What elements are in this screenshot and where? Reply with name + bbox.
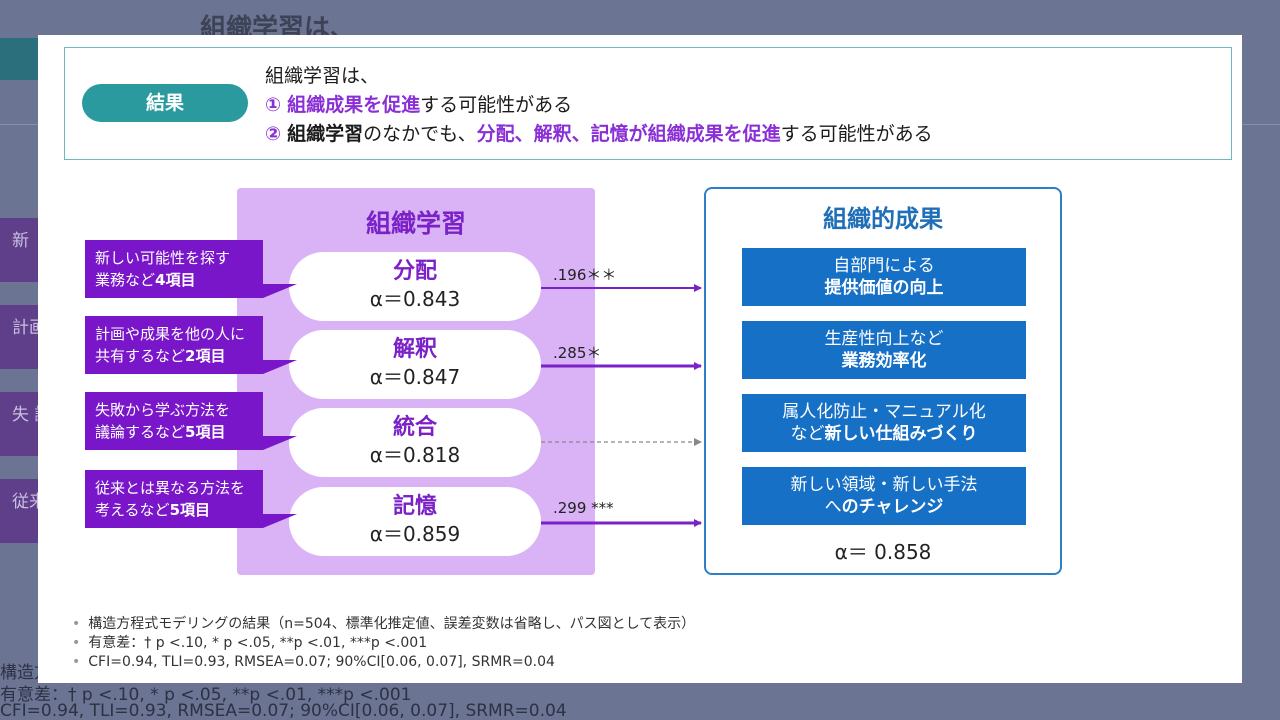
footnote: • CFI=0.94, TLI=0.93, RMSEA=0.07; 90%CI[0… (72, 653, 695, 672)
outcome-line: など新しい仕組みづくり (742, 423, 1026, 445)
result-highlight: 分配、解釈、記憶が組織成果を促進 (476, 123, 781, 145)
learning-title: 組織学習 (365, 209, 466, 238)
bullet-icon: • (72, 616, 81, 632)
footnote-text: CFI=0.94, TLI=0.93, RMSEA=0.07; 90%CI[0.… (88, 654, 555, 670)
callout-line: 議論するなど5項目 (95, 421, 263, 443)
footnote-text: 構造方程式モデリングの結果（n=504、標準化推定値、誤差変数は省略し、パス図と… (88, 616, 696, 632)
factor-alpha: α＝0.818 (369, 443, 461, 467)
outcome-text: へ (824, 497, 842, 517)
path-coefficient: .285＊ (553, 344, 602, 362)
factor-pill: 記憶 α＝0.859 (289, 487, 541, 556)
callout-line: 共有するなど2項目 (95, 345, 263, 367)
footnote-text: 有意差：† p <.10, * p <.05, **p <.01, ***p <… (88, 635, 428, 651)
result-line-3: ② 組織学習のなかでも、分配、解釈、記憶が組織成果を促進する可能性がある (265, 120, 933, 149)
callout-line: 失敗から学ぶ方法を (95, 401, 231, 419)
callout-text: 共有するなど (95, 347, 186, 365)
result-line-1: 組織学習は、 (265, 65, 380, 87)
factor-alpha: α＝0.859 (369, 522, 461, 546)
path-coefficient: .299 *** (553, 499, 614, 517)
callout-line: 業務など4項目 (95, 269, 263, 291)
outcome-text: など (790, 424, 825, 444)
background-side-tab: 計画 共 (0, 305, 38, 369)
bullet-icon: • (72, 654, 81, 670)
factor-name: 統合 (392, 415, 437, 440)
outcome-item: 自部門による 提供価値の向上 (742, 248, 1026, 306)
factor-callout: 従来とは異なる方法を 考えるなど5項目 (85, 470, 263, 528)
factor-alpha: α＝0.847 (369, 365, 461, 389)
outcome-item: 新しい領域・新しい手法 へのチャレンジ (742, 467, 1026, 525)
outcome-text: のチャレンジ (841, 497, 944, 517)
callout-pointer (263, 514, 297, 528)
result-mid: のなかでも、 (363, 123, 477, 145)
factor-callout: 新しい可能性を探す 業務など4項目 (85, 240, 263, 298)
background-side-tab: 新 (0, 218, 38, 282)
factor-name: 分配 (392, 259, 437, 284)
factor-name: 解釈 (392, 337, 437, 362)
callout-line: 新しい可能性を探す (95, 249, 231, 267)
callout-count: 4項目 (155, 271, 196, 289)
footnote: • 構造方程式モデリングの結果（n=504、標準化推定値、誤差変数は省略し、パス図… (72, 615, 695, 634)
callout-line: 計画や成果を他の人に (95, 325, 246, 343)
outcome-line: へのチャレンジ (742, 496, 1026, 518)
outcome-line: 自部門による (833, 256, 935, 276)
background-side-tab: 従来 考 (0, 479, 38, 543)
bullet-icon: • (72, 635, 81, 651)
callout-pointer (263, 284, 297, 298)
background-footnote: CFI=0.94, TLI=0.93, RMSEA=0.07; 90%CI[0.… (0, 701, 567, 720)
callout-line: 従来とは異なる方法を (95, 479, 246, 497)
footnotes: • 構造方程式モデリングの結果（n=504、標準化推定値、誤差変数は省略し、パス図… (72, 615, 695, 672)
learning-panel: 組織学習 分配 α＝0.843 解釈 α＝0.847 統合 α＝0.818 記憶… (237, 188, 595, 575)
outcome-line: 生産性向上など (824, 329, 944, 349)
outcome-text: 新しい仕組みづくり (824, 424, 978, 444)
popup-slide[interactable]: 結果 組織学習は、 ① 組織成果を促進する可能性がある ② 組織学習のなかでも、… (38, 35, 1242, 683)
outcome-panel: 組織的成果 自部門による 提供価値の向上 生産性向上など 業務効率化 属人化防止… (704, 187, 1062, 575)
result-highlight: 組織成果を促進 (287, 94, 421, 116)
outcome-line: 新しい領域・新しい手法 (790, 475, 978, 495)
factor-pill: 分配 α＝0.843 (289, 252, 541, 321)
result-badge: 結果 (82, 84, 248, 122)
result-number: ① (265, 94, 282, 116)
outcome-item: 属人化防止・マニュアル化 など新しい仕組みづくり (742, 394, 1026, 452)
path-coefficient: .196＊＊ (553, 266, 617, 284)
callout-line: 考えるなど5項目 (95, 499, 263, 521)
result-bold: 組織学習 (287, 123, 364, 145)
outcome-item: 生産性向上など 業務効率化 (742, 321, 1026, 379)
result-box: 結果 組織学習は、 ① 組織成果を促進する可能性がある ② 組織学習のなかでも、… (64, 47, 1232, 160)
result-rest: する可能性がある (420, 94, 573, 116)
result-rest: する可能性がある (780, 123, 933, 145)
background-footnote: 有意差：† p <.10, * p <.05, **p <.01, ***p <… (0, 685, 412, 705)
background-side-tab: 失 議 (0, 392, 38, 456)
result-number: ② (265, 123, 282, 145)
callout-pointer (263, 436, 297, 450)
callout-count: 5項目 (169, 501, 210, 519)
callout-pointer (263, 360, 297, 374)
callout-text: 考えるなど (95, 501, 170, 519)
outcome-line: 業務効率化 (841, 351, 927, 371)
factor-alpha: α＝0.843 (369, 287, 461, 311)
factor-callout: 失敗から学ぶ方法を 議論するなど5項目 (85, 392, 263, 450)
factor-callout: 計画や成果を他の人に 共有するなど2項目 (85, 316, 263, 374)
outcome-line: 属人化防止・マニュアル化 (782, 402, 986, 422)
callout-text: 議論するなど (95, 423, 186, 441)
outcome-alpha: α＝ 0.858 (834, 540, 932, 564)
result-text: 組織学習は、 ① 組織成果を促進する可能性がある ② 組織学習のなかでも、分配、… (265, 62, 933, 149)
result-line-2: ① 組織成果を促進する可能性がある (265, 91, 933, 120)
factor-pill: 解釈 α＝0.847 (289, 330, 541, 399)
callout-count: 5項目 (185, 423, 226, 441)
callout-count: 2項目 (185, 347, 226, 365)
factor-pill: 統合 α＝0.818 (289, 408, 541, 477)
factor-name: 記憶 (392, 494, 437, 519)
callout-text: 業務など (95, 271, 156, 289)
footnote: • 有意差：† p <.10, * p <.05, **p <.01, ***p … (72, 634, 695, 653)
outcome-title: 組織的成果 (823, 205, 943, 233)
outcome-line: 提供価値の向上 (824, 278, 944, 298)
path-arrows (541, 284, 702, 527)
